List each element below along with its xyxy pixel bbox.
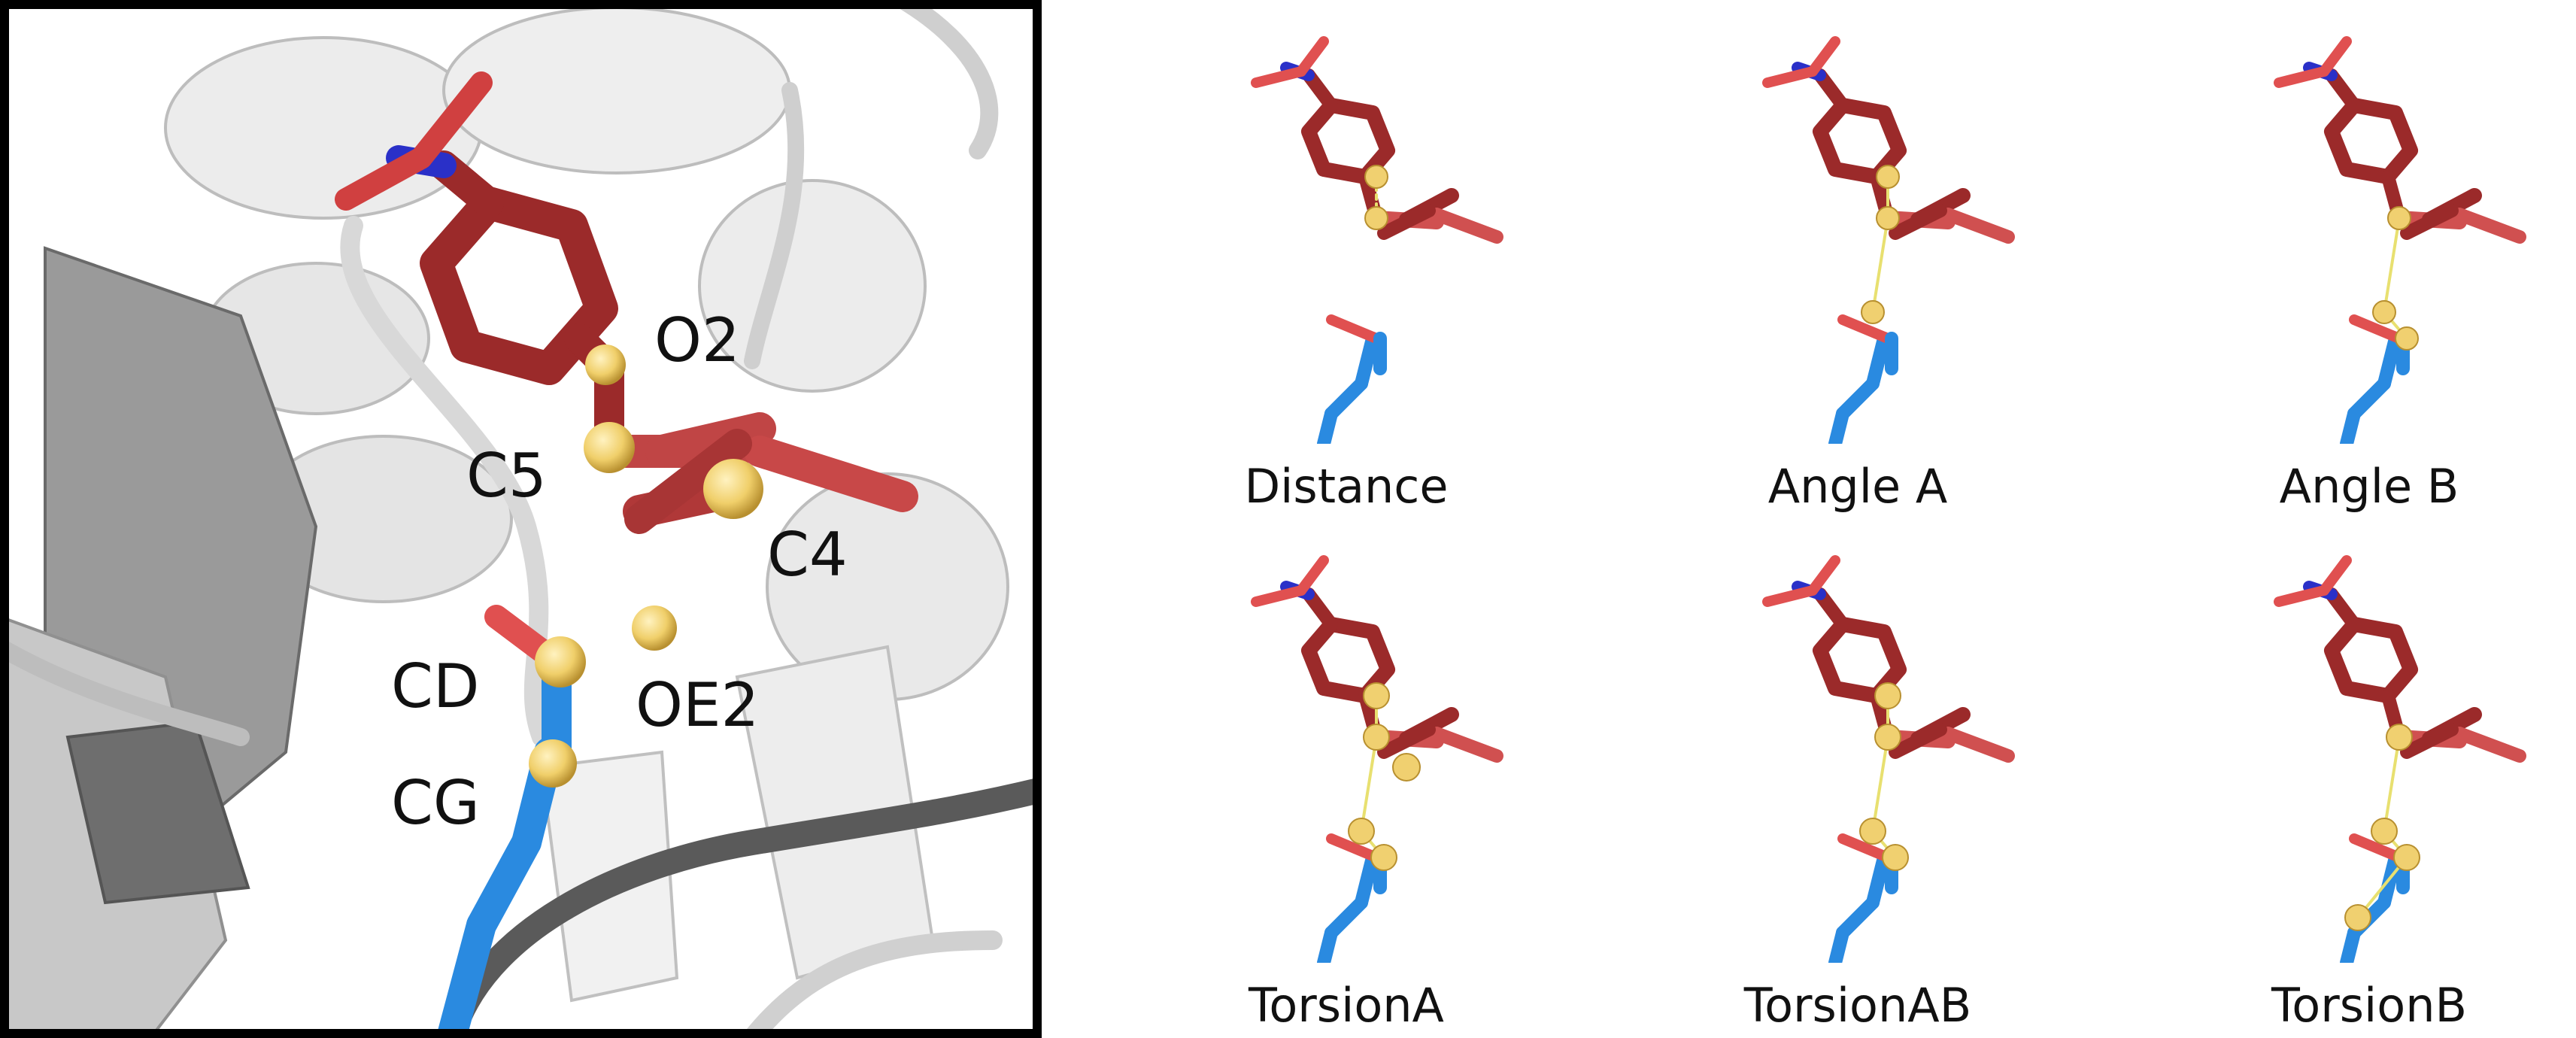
loop [744,82,805,369]
mini-structure [1251,36,1503,444]
selected-atom [1874,682,1901,709]
main-structure-panel: O2 C5 C4 CD OE2 CG [0,0,1042,1038]
selected-atom [1874,724,1901,751]
atom-cg [529,739,577,788]
protein-loops [0,0,1042,1038]
selected-atom [1861,300,1885,324]
measurement-label: TorsionB [2271,978,2468,1033]
measurement-thumb: TorsionAB [1692,542,2023,1033]
selected-atom [1876,165,1900,189]
selected-atom [2393,844,2420,871]
selected-atom [2395,326,2419,351]
measurement-thumb: TorsionB [2204,542,2535,1033]
selected-atom [1882,844,1909,871]
measurement-line [2383,736,2401,833]
selected-atom [2371,818,2398,845]
label-o2: O2 [654,305,740,375]
selected-atom [2344,904,2371,931]
nitro-oxygen [335,147,432,211]
mini-structure [1762,555,2015,963]
selected-atom [1363,682,1390,709]
measurement-line [1871,217,1889,314]
mini-structure [1762,36,2015,444]
selected-atom [1363,724,1390,751]
measurement-label: TorsionA [1249,978,1444,1033]
selected-atom [1392,753,1421,782]
beta-strand [65,720,250,905]
measurement-label: Distance [1244,459,1449,514]
atom-o2 [585,344,626,385]
measurement-line [1871,736,1889,833]
measurement-line [1360,736,1378,833]
label-c5: C5 [466,441,547,511]
selected-atom [1364,206,1388,230]
loop [894,0,999,159]
nitro-oxygen [410,71,493,169]
selected-atom [2387,206,2411,230]
measurement-label: TorsionAB [1743,978,1972,1033]
atom-cd [535,636,586,687]
loop [438,777,1042,1038]
atom-oe2 [632,606,677,651]
selected-atom [1859,818,1886,845]
atom-c4 [703,459,763,519]
label-cd: CD [391,651,479,721]
selected-atom [2372,300,2396,324]
measurement-label: Angle B [2279,459,2459,514]
phenyl-ring [2324,617,2418,703]
label-c4: C4 [767,520,848,590]
protein-scene: O2 C5 C4 CD OE2 CG [0,0,1042,1038]
selected-atom [1876,206,1900,230]
measurement-thumb: Angle B [2204,23,2535,514]
measurement-thumb: Distance [1181,23,1512,514]
selected-atom [1364,165,1388,189]
selected-atom [2386,724,2413,751]
mini-structure [2274,36,2526,444]
atom-c5 [584,422,635,473]
atom-labels: O2 C5 C4 CD OE2 CG [391,305,848,838]
helix-ribbon [442,6,791,175]
label-cg: CG [391,768,480,838]
loop [340,216,551,747]
measurement-label: Angle A [1767,459,1948,514]
panel-border [0,0,1042,1038]
selected-atoms [529,344,763,788]
selected-atom [1370,844,1397,871]
phenyl-ring [420,187,618,385]
phenyl-ring [2324,98,2418,184]
loop [0,638,250,746]
measurement-line [2383,217,2401,314]
measurement-thumb: TorsionA [1181,542,1512,1033]
measurement-thumb: Angle A [1692,23,2023,514]
mini-structure [1251,555,1503,963]
label-oe2: OE2 [636,670,759,740]
loop [742,930,1003,1038]
mini-structure [2274,555,2526,963]
selected-atom [1348,818,1375,845]
